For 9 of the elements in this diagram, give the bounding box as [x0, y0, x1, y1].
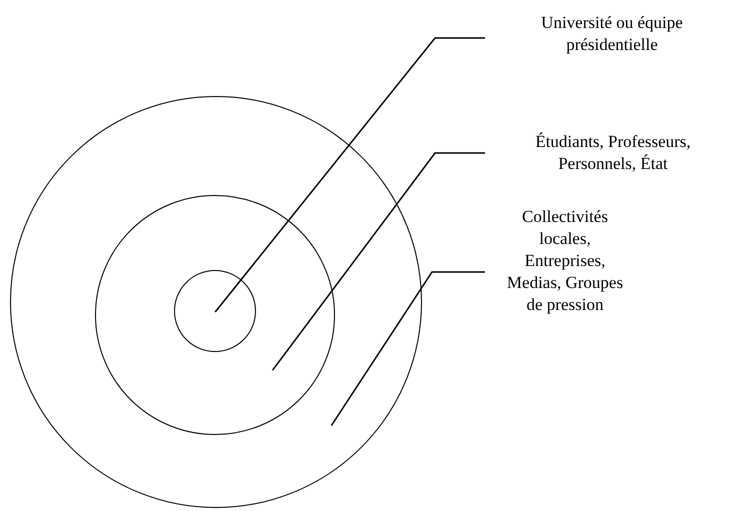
ring-circle: [94, 194, 334, 434]
leader-line: [272, 152, 485, 371]
ring-circle: [174, 270, 256, 352]
ring-circle: [10, 96, 422, 508]
leader-line: [214, 37, 485, 312]
ring-label: Étudiants, Professeurs, Personnels, État: [515, 131, 711, 175]
ring-label: Collectivités locales, Entreprises, Medias, Groupes de pression: [500, 206, 630, 316]
ring-label: Université ou équipe présidentielle: [522, 12, 702, 56]
leader-line: [330, 271, 485, 426]
